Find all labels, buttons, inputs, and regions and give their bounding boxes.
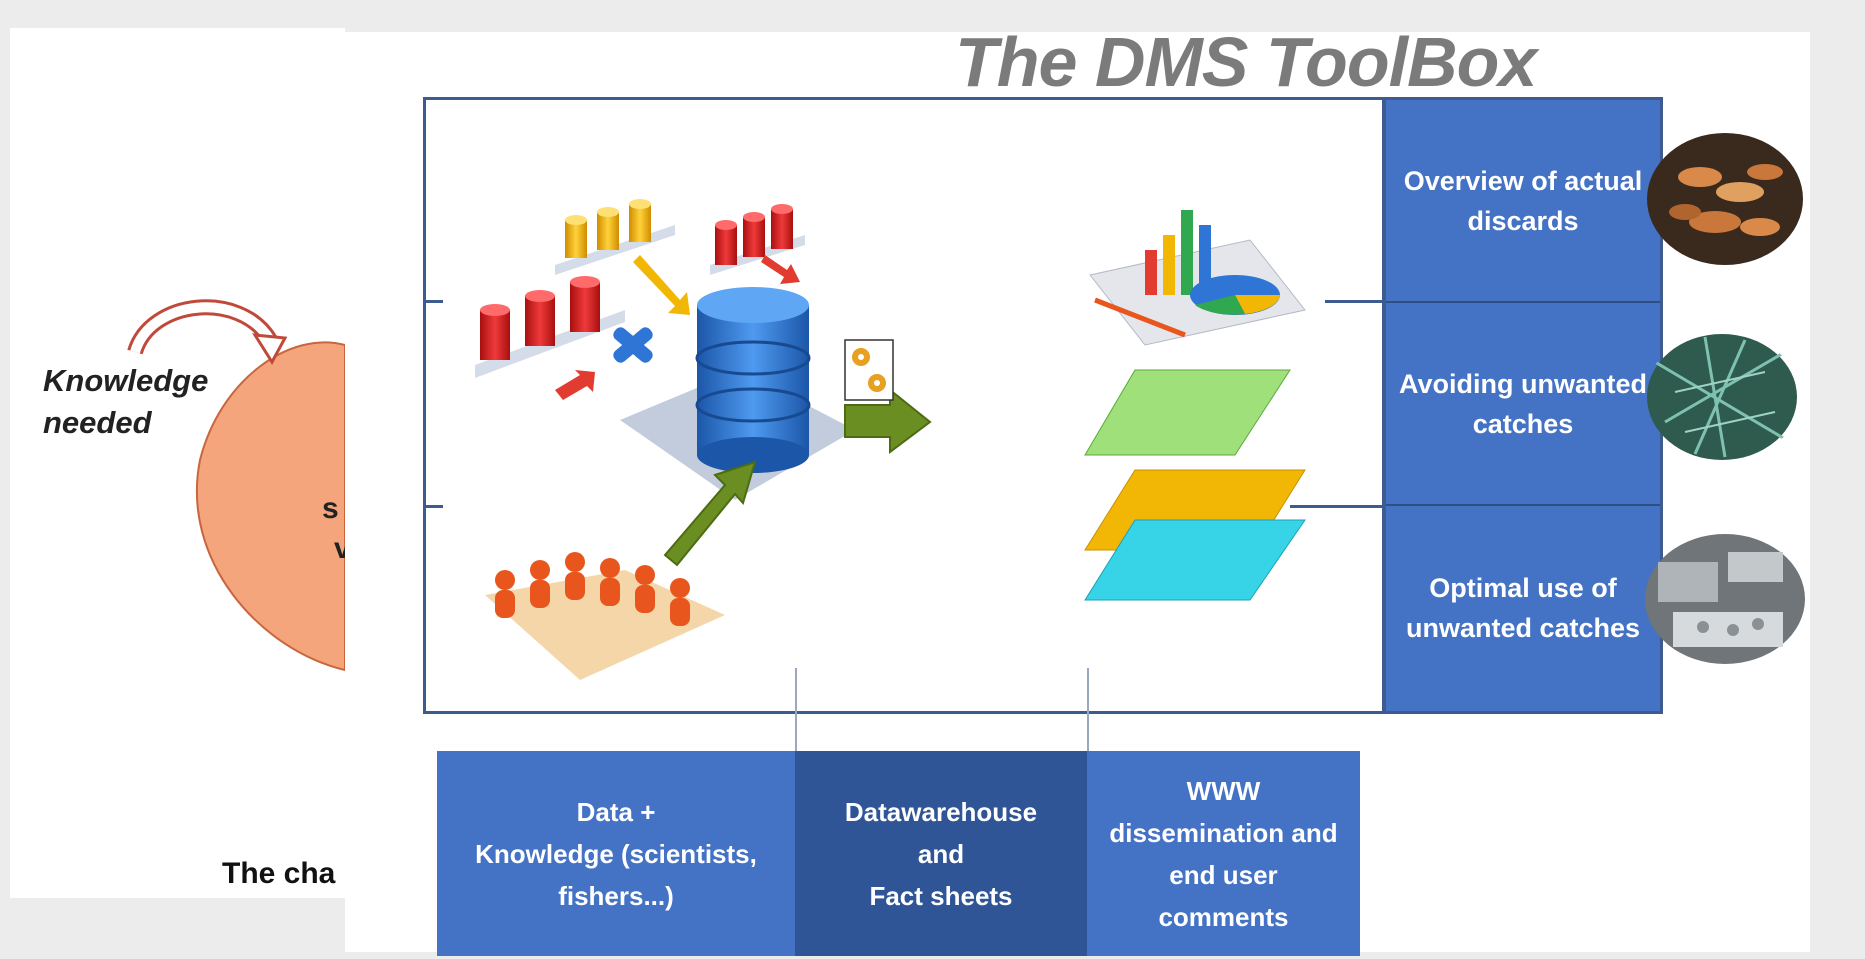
arrow-yellow (633, 255, 690, 315)
database-icon (695, 287, 811, 473)
divider-left-1 (423, 300, 443, 303)
knowledge-needed-label: Knowledge needed (43, 363, 209, 440)
divider-right-2 (1290, 505, 1385, 508)
green-arrow-up (663, 460, 757, 567)
fact-sheet-green-box (975, 420, 1031, 445)
www-dissemination-box: WWW dissemination and end user comments (1087, 751, 1360, 956)
slide-title: The DMS ToolBox (955, 23, 1537, 101)
divider-right-1 (1325, 300, 1385, 303)
connector-line-2 (1087, 668, 1089, 751)
fact-sheet-cyan-box (902, 565, 965, 590)
blob-letter-1: s (322, 492, 339, 525)
connector-line-1 (795, 668, 797, 751)
red-cylinders-icon (475, 276, 625, 378)
green-arrow-right (844, 387, 932, 454)
orange-blob (195, 341, 345, 672)
discards-photo (1647, 133, 1803, 265)
net-photo (1647, 334, 1797, 460)
yellow-cylinders-icon (555, 199, 675, 275)
processing-photo (1645, 534, 1805, 664)
arrow-red-2 (761, 255, 800, 284)
cross-icon (613, 327, 653, 363)
dms-illustration (475, 199, 1306, 680)
data-knowledge-box: Data + Knowledge (scientists, fishers...… (437, 751, 795, 956)
divider-left-2 (423, 505, 443, 508)
arrow-red-1 (555, 370, 595, 400)
chart-icon (1089, 210, 1306, 346)
red-cylinders-icon (710, 204, 805, 275)
background-slide-graphics (127, 299, 345, 672)
fact-sheet-cyan (1084, 519, 1306, 601)
gear-icon (844, 339, 894, 401)
curved-arrow-icon (127, 299, 288, 365)
people-icon (485, 552, 725, 680)
datawarehouse-box: Datawarehouse and Fact sheets (795, 751, 1087, 956)
background-slide-caption: The cha (222, 857, 336, 890)
fact-sheet-green (1084, 369, 1291, 456)
